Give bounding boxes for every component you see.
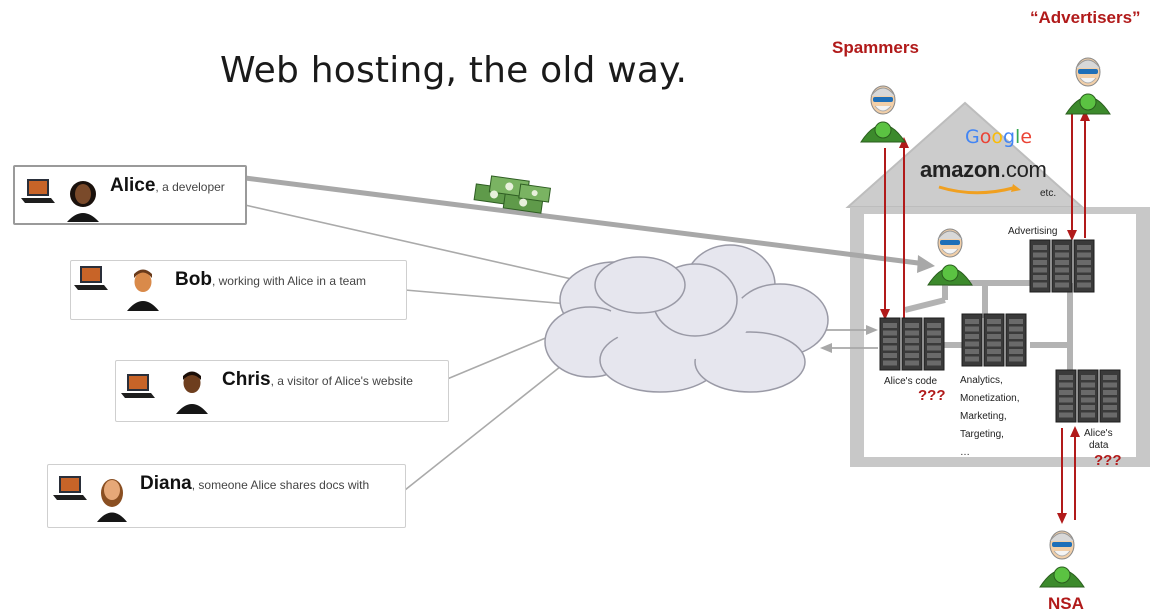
diana-devices (53, 476, 127, 522)
nsa-label: NSA (1048, 594, 1084, 613)
analytics-item: … (960, 447, 970, 458)
advertisers-label: “Advertisers” (1030, 8, 1141, 27)
servers-group (879, 239, 1121, 423)
google-logo: Google (965, 126, 1032, 148)
laptop-icon (121, 374, 155, 398)
alice-code-link (244, 175, 927, 267)
analytics-item: Marketing, (960, 411, 1007, 422)
advertising-label: Advertising (1008, 226, 1058, 237)
google-letter: e (1020, 126, 1033, 148)
analytics-item: Analytics, (960, 375, 1003, 386)
page-title: Web hosting, the old way. (220, 50, 688, 91)
analytics-item: Targeting, (960, 429, 1004, 440)
amazon-smile-icon (938, 184, 1021, 195)
advertiser-figure (1065, 57, 1111, 115)
alices-data-label: data (1089, 440, 1109, 451)
laptop-icon (74, 266, 108, 290)
google-letter: o (979, 126, 992, 148)
etc-label: etc. (1040, 188, 1057, 199)
person-chris-icon (176, 371, 208, 414)
user-cloud-lines (244, 204, 621, 491)
google-letter: o (991, 126, 1003, 148)
money-stack (473, 175, 552, 214)
user-description: , working with Alice in a team (211, 274, 367, 288)
amazon-tld: .com (1000, 157, 1047, 182)
host-admin-figure (927, 228, 973, 286)
google-letter: G (965, 126, 980, 148)
nsa-agent-figure (1039, 530, 1085, 588)
alice-devices (21, 179, 99, 222)
amazon-logo: amazon.com (920, 157, 1047, 183)
user-card-diana: Diana, someone Alice shares docs with (47, 464, 406, 528)
server-rack-analytics (961, 313, 1027, 367)
person-alice-icon (67, 181, 99, 222)
alices-code-label: Alice's code (884, 376, 938, 387)
person-bob-icon (127, 269, 159, 311)
user-description: , a visitor of Alice's website (270, 374, 413, 388)
user-description: , a developer (155, 180, 225, 194)
spammer-figure (860, 85, 906, 143)
google-letter: g (1002, 126, 1016, 148)
figures-group (860, 57, 1111, 588)
user-card-chris: Chris, a visitor of Alice's website (115, 360, 449, 422)
server-rack-advertising (1029, 239, 1095, 293)
internet-cloud (544, 244, 829, 393)
user-card-alice: Alice, a developer (13, 165, 247, 225)
alices-code-unknown: ??? (918, 387, 946, 404)
user-name: Alice (110, 175, 156, 196)
threat-arrows (880, 110, 1090, 524)
spammers-label: Spammers (832, 38, 919, 57)
user-card-bob: Bob, working with Alice in a team (70, 260, 407, 320)
server-rack-alices-code (879, 317, 945, 371)
laptop-icon (21, 179, 55, 203)
user-name: Diana (140, 473, 192, 494)
chris-devices (121, 371, 208, 414)
laptop-icon (53, 476, 87, 500)
bob-devices (74, 266, 159, 311)
google-letter: l (1015, 126, 1021, 148)
user-name: Bob (175, 269, 212, 290)
amazon-wordmark: amazon (920, 157, 1001, 182)
user-description: , someone Alice shares docs with (191, 478, 370, 492)
analytics-item: Monetization, (960, 393, 1020, 404)
person-diana-icon (97, 479, 127, 522)
server-rack-alices-data (1055, 369, 1121, 423)
alices-data-label: Alice's (1084, 428, 1113, 439)
user-name: Chris (222, 369, 271, 390)
alices-data-unknown: ??? (1094, 452, 1122, 469)
